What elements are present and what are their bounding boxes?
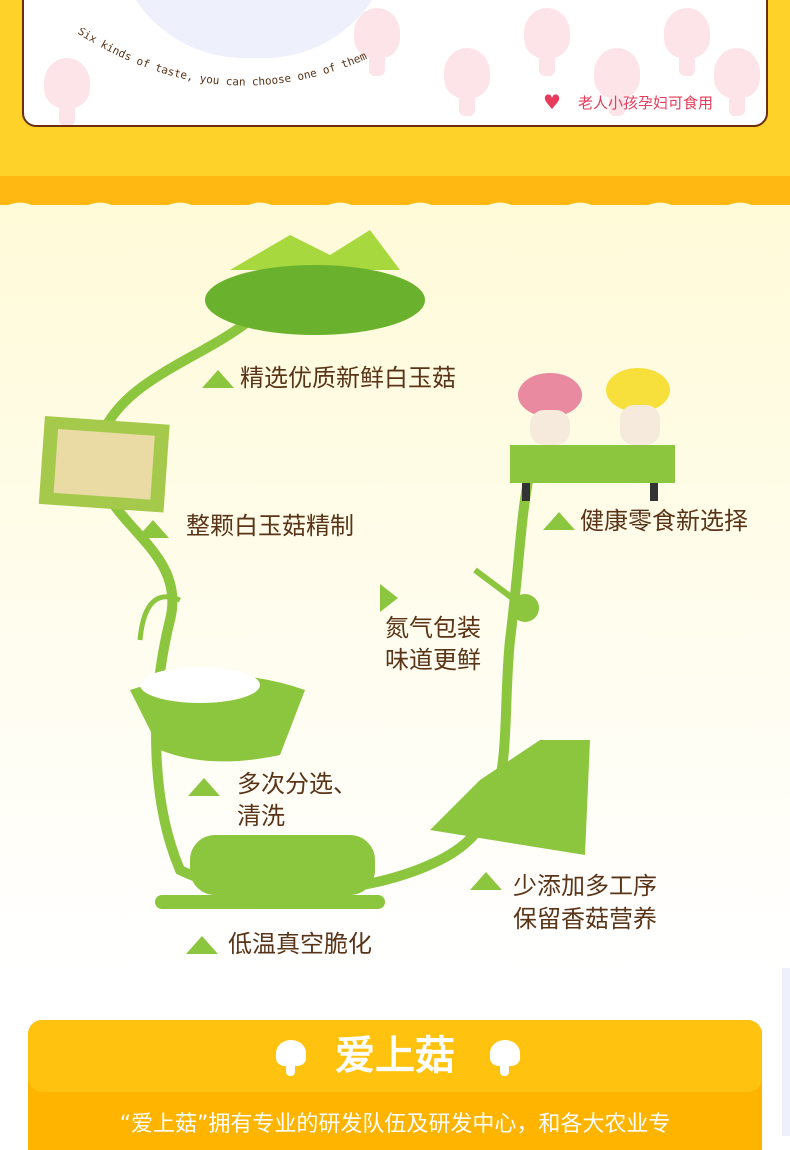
tagline-curve: Six kinds of taste, you can choose one o… (75, 28, 369, 89)
suitable-for-text: 老人小孩孕妇可食用 (578, 94, 714, 112)
step-healthy: 健康零食新选择 (580, 507, 748, 535)
mushroom-icon (490, 1040, 520, 1076)
step-sort: 多次分选、 (237, 770, 357, 798)
brand-description: “爱上菇”拥有专业的研发队伍及研发中心，和各大农业专 (119, 1112, 671, 1137)
step-nitrogen: 氮气包装 (385, 614, 481, 642)
brand-title: 爱上菇 (335, 1033, 455, 1079)
step-vacuum: 低温真空脆化 (228, 930, 372, 958)
taste-card: Six kinds of taste, you can choose one o… (22, 0, 768, 127)
side-strip (782, 968, 790, 1136)
wave-edge (0, 202, 790, 225)
step-refine: 整颗白玉菇精制 (186, 512, 354, 540)
triangle-icon (137, 520, 169, 538)
conveyor-image (155, 835, 385, 909)
step-nitrogen-2: 味道更鲜 (385, 646, 481, 674)
rack-image (430, 740, 590, 855)
triangle-icon (543, 512, 575, 530)
process-illustration (38, 230, 675, 909)
mushroom-icon (276, 1040, 306, 1076)
step-nutrition-2: 保留香菇营养 (513, 905, 657, 933)
step-nutrition: 少添加多工序 (513, 872, 657, 900)
brand-section: 爱上菇 “爱上菇”拥有专业的研发队伍及研发中心，和各大农业专 (28, 1020, 762, 1150)
triangle-right-icon (380, 584, 398, 612)
bath-image (130, 594, 305, 762)
triangle-icon (186, 936, 218, 954)
step-sort-2: 清洗 (237, 802, 285, 830)
step-select: 精选优质新鲜白玉菇 (240, 364, 456, 392)
field-image (205, 230, 425, 335)
brand-header: 爱上菇 (28, 1020, 762, 1092)
triangle-icon (188, 778, 220, 796)
triangle-icon (202, 370, 234, 388)
heart-icon: ♥ (543, 90, 561, 114)
triangle-icon (470, 872, 502, 890)
table-image (510, 368, 675, 501)
scoop-image (473, 567, 539, 622)
tray-image (38, 416, 170, 513)
